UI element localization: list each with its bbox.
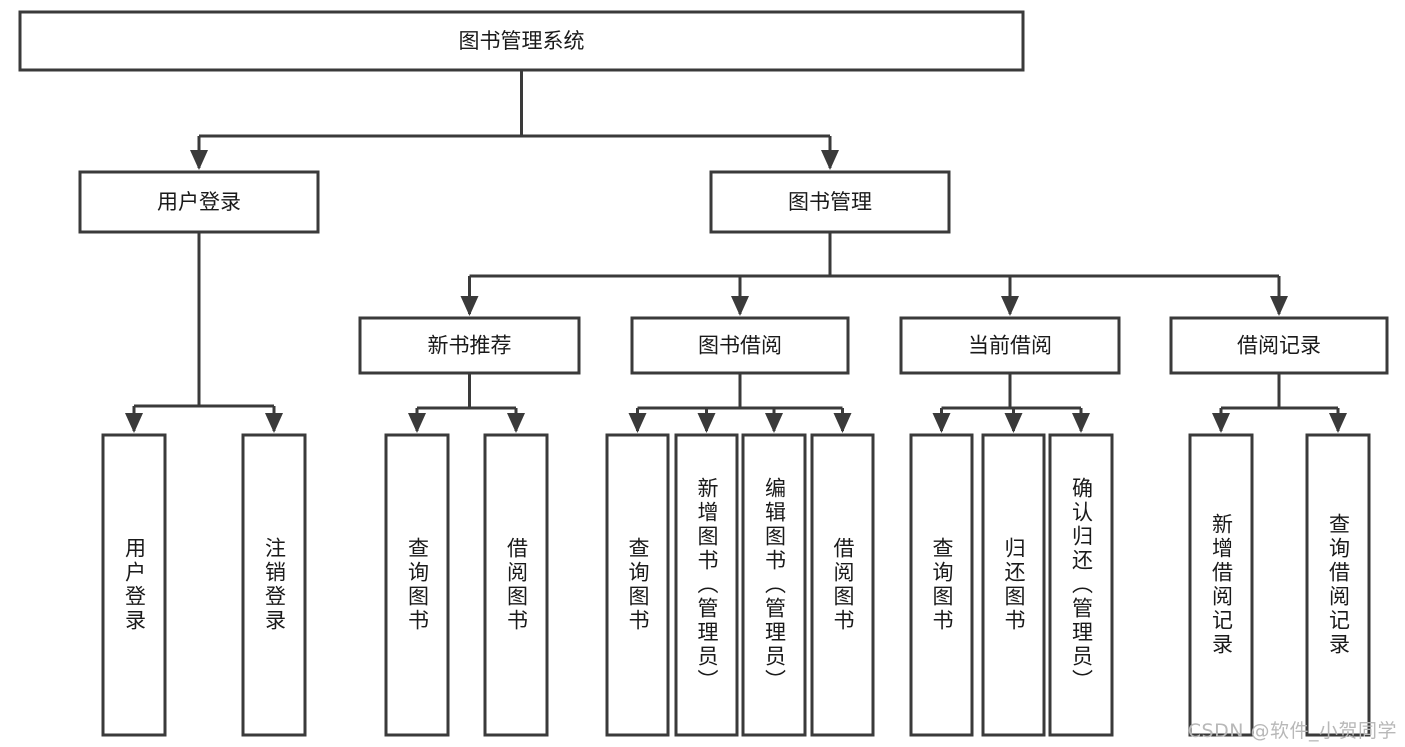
leaf-node-box-11[interactable]	[1188, 433, 1254, 737]
leaf-node-box-5[interactable]	[674, 433, 739, 737]
level3-node-label-2: 当前借阅	[968, 334, 1052, 358]
leaf-node-box-1[interactable]	[241, 433, 307, 737]
level3-node-label-3: 借阅记录	[1237, 334, 1321, 358]
level3-node-box-0[interactable]	[358, 316, 581, 375]
level2-node-label-1: 图书管理	[788, 190, 872, 214]
leaf-node-box-6[interactable]	[741, 433, 807, 737]
leaf-node-box-2[interactable]	[384, 433, 450, 737]
connector-layer	[125, 70, 1347, 433]
level3-node-label-0: 新书推荐	[428, 334, 512, 358]
leaf-node-box-12[interactable]	[1305, 433, 1371, 737]
level3-node-box-2[interactable]	[899, 316, 1121, 375]
leaf-node-box-10[interactable]	[1048, 433, 1114, 737]
level3-node-box-3[interactable]	[1169, 316, 1389, 375]
level3-node-label-1: 图书借阅	[698, 334, 782, 358]
leaf-node-box-4[interactable]	[605, 433, 670, 737]
root-node-box[interactable]	[18, 10, 1025, 72]
level2-node-label-0: 用户登录	[157, 190, 241, 214]
leaf-node-box-7[interactable]	[810, 433, 875, 737]
leaf-node-box-0[interactable]	[101, 433, 167, 737]
root-node-label: 图书管理系统	[459, 29, 585, 53]
leaf-node-box-3[interactable]	[483, 433, 549, 737]
leaf-node-box-9[interactable]	[981, 433, 1046, 737]
level3-node-box-1[interactable]	[630, 316, 850, 375]
watermark-text: CSDN @软件_小贺同学	[1187, 720, 1397, 742]
level2-node-box-1[interactable]	[709, 170, 951, 234]
node-box-layer	[18, 10, 1389, 737]
level2-node-box-0[interactable]	[78, 170, 320, 234]
leaf-node-box-8[interactable]	[909, 433, 974, 737]
